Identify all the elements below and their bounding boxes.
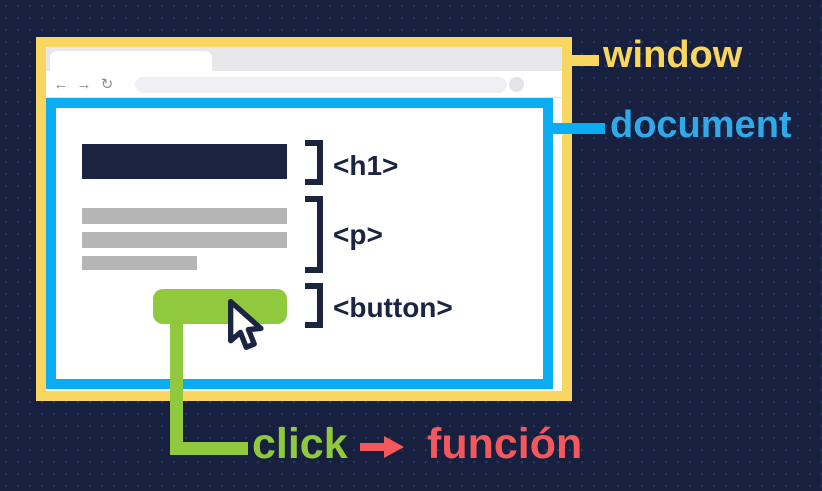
click-connector-vertical [170,322,183,455]
url-bar[interactable] [135,77,507,93]
h1-tag-label: <h1> [333,150,399,181]
button-tag-label: <button> [333,292,453,323]
browser-tab[interactable] [50,51,212,71]
document-label: document [610,104,792,146]
window-label: window [603,34,743,76]
button-bracket [305,283,323,328]
paragraph-line-3 [82,256,197,270]
p-bracket [305,196,323,273]
cursor-icon [228,299,264,350]
document-connector-line [548,123,605,134]
arrow-right-icon [358,436,406,458]
click-label: click [252,420,348,468]
forward-icon[interactable]: → [76,76,92,93]
page-button[interactable] [153,289,287,324]
h1-placeholder-bar [82,144,287,179]
window-connector-line [570,55,599,66]
paragraph-line-2 [82,232,287,248]
paragraph-line-1 [82,208,287,224]
funcion-label: función [427,420,583,468]
click-connector-horizontal [170,442,248,455]
profile-icon[interactable] [509,77,524,92]
h1-bracket [305,140,323,185]
reload-icon[interactable]: ↻ [100,76,114,93]
p-tag-label: <p> [333,219,383,250]
back-icon[interactable]: ← [53,76,69,93]
